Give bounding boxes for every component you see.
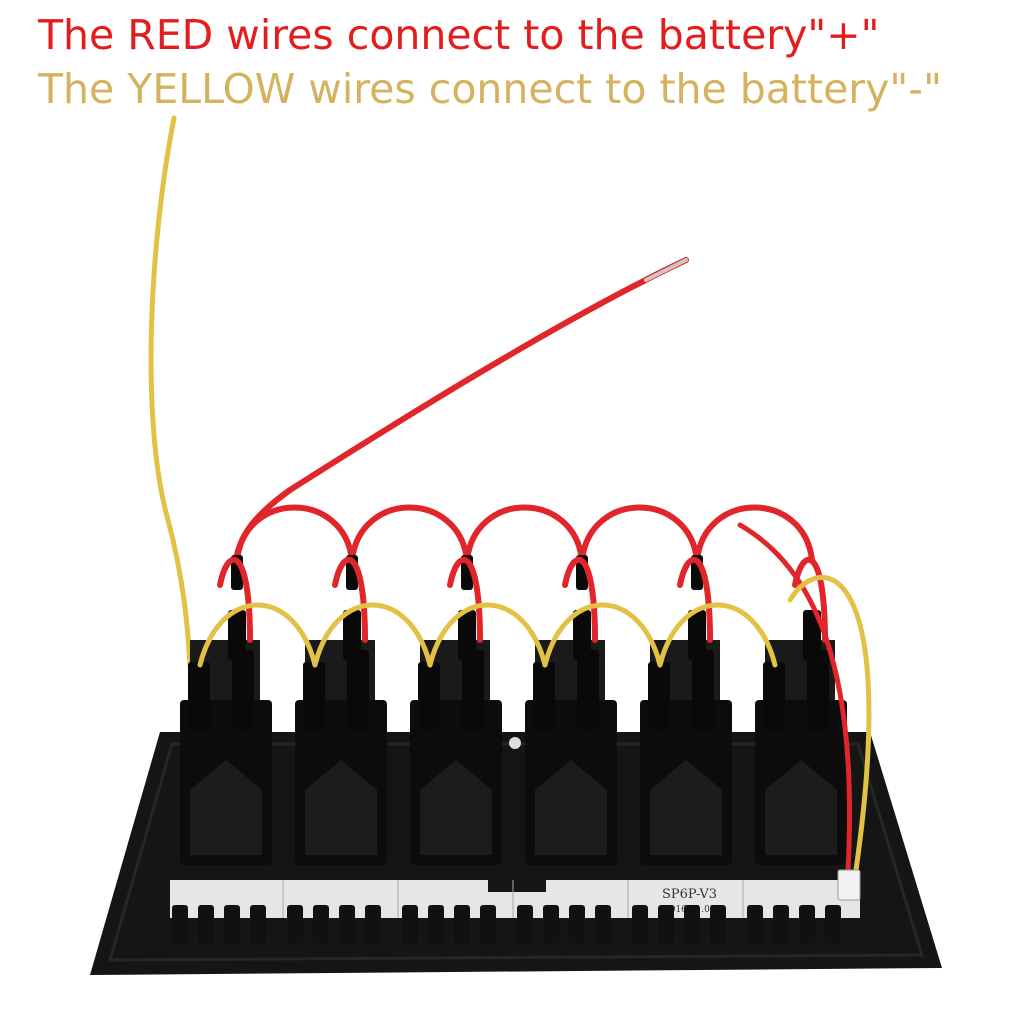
terminal-boot [573,610,591,660]
terminal-tooth [224,905,240,943]
red-switch-lead [562,556,598,643]
terminal-boot [692,650,714,730]
terminal-boot [803,610,821,660]
terminal-boot [418,662,440,730]
terminal-tooth [825,905,841,943]
board-model-label: SP6P-V3 [662,887,717,902]
terminal-boot [577,650,599,730]
terminal-tooth [747,905,763,943]
terminal-tooth [454,905,470,943]
switch-rocker-detail [305,760,377,855]
terminal-boot [688,610,706,660]
terminal-boot [232,650,254,730]
terminal-tooth [250,905,266,943]
terminal-tooth [658,905,674,943]
terminal-tooth [595,905,611,943]
red-jumper-wire [464,504,585,563]
jumper-wires [197,504,872,873]
connector-socket [837,869,861,901]
terminal-tooth [710,905,726,943]
mount-hole [509,737,521,749]
terminal-tooth [569,905,585,943]
terminal-tooth [313,905,329,943]
yellow-jumper-wire [427,602,548,668]
terminal-tooth [632,905,648,943]
red-jumper-wire [349,504,470,563]
terminal-tooth [517,905,533,943]
terminal-boot [347,650,369,730]
red-switch-lead [792,556,828,643]
terminal-tooth [287,905,303,943]
terminal-boot [763,662,785,730]
terminal-boot [533,662,555,730]
strip-dividers [282,880,744,918]
terminal-boot [343,610,361,660]
panel-inner-ridge [108,742,925,962]
terminal-tooth [402,905,418,943]
terminal-tooth [339,905,355,943]
terminal-teeth [172,905,841,943]
terminal-boot [807,650,829,730]
red-lead-bare-tip [644,258,688,282]
switch-rocker-detail [535,760,607,855]
terminal-boot [648,662,670,730]
terminal-boot [303,662,325,730]
red-connector-wire [737,522,853,873]
red-jumper-wire [234,504,355,563]
terminal-tooth [773,905,789,943]
strip-notch [488,880,546,892]
switch-rocker-detail [650,760,722,855]
terminal-tooth [543,905,559,943]
switch-rocker-detail [765,760,837,855]
terminal-tooth [198,905,214,943]
red-battery-lead [233,257,689,563]
red-switch-lead [677,556,713,643]
red-jumper-wire [694,504,815,563]
red-switch-lead [217,556,253,643]
yellow-jumper-wire [657,602,778,668]
terminal-boot [458,610,476,660]
yellow-jumper-wire [542,602,663,668]
terminal-boot [462,650,484,730]
terminal-tooth [684,905,700,943]
terminal-tooth [365,905,381,943]
switch-rocker-detail [420,760,492,855]
yellow-connector-wire [787,574,872,873]
rocker-switch-row [180,610,847,865]
terminal-tooth [799,905,815,943]
terminal-boot [228,610,246,660]
red-jumper-wire [579,504,700,563]
red-switch-lead [332,556,368,643]
terminal-tooth [480,905,496,943]
yellow-jumper-wire [312,602,433,668]
terminal-tooth [172,905,188,943]
yellow-wire-caption: The YELLOW wires connect to the battery"… [38,65,942,113]
yellow-jumper-wire [197,602,318,668]
red-wire-caption: The RED wires connect to the battery"+" [38,11,880,59]
red-switch-lead [447,556,483,643]
yellow-battery-lead [148,115,193,668]
terminal-tooth [428,905,444,943]
switch-rocker-detail [190,760,262,855]
terminal-boot [188,662,210,730]
